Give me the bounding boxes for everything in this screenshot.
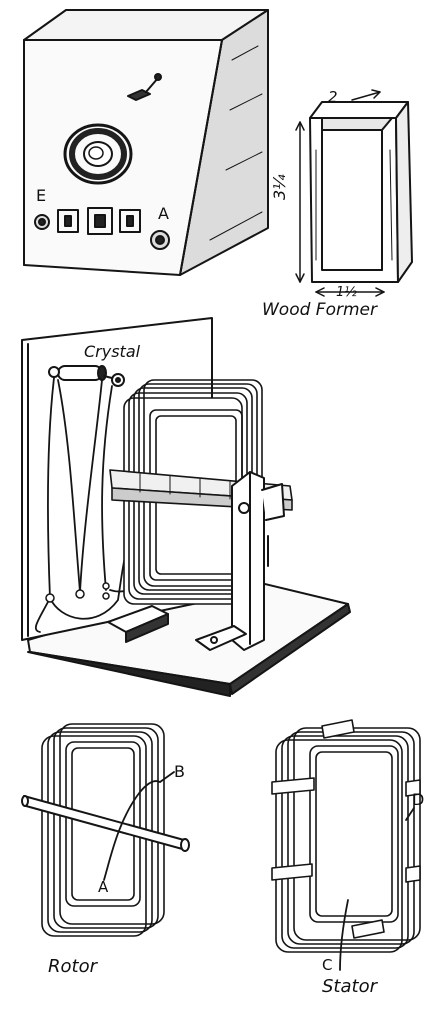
front-sockets	[57, 207, 141, 235]
wood-former	[309, 101, 413, 283]
terminal-a-label: A	[158, 204, 169, 223]
stator-mark-c: C	[322, 956, 333, 974]
radio-cabinet	[23, 9, 269, 276]
stator-leads	[339, 807, 415, 971]
coil-support-bracket	[231, 471, 285, 651]
toggle-switch	[127, 73, 162, 101]
tuning-dial	[63, 123, 133, 185]
rotor-spindle	[21, 795, 190, 852]
rotor-caption: Rotor	[48, 956, 97, 977]
panel-screws	[45, 582, 110, 603]
terminal-e	[34, 214, 50, 230]
base-blocks	[107, 605, 247, 651]
rotor-leads	[103, 771, 175, 881]
stator-tape-bands	[271, 719, 421, 939]
former-width-label: 1½	[336, 285, 357, 300]
wood-former-caption: Wood Former	[262, 300, 377, 320]
rotor-mark-b: B	[174, 762, 185, 781]
terminal-a	[150, 230, 170, 250]
rotor-mark-a: A	[98, 878, 109, 896]
stator-mark-d: D	[412, 790, 425, 809]
former-height-label: 3¼	[270, 174, 289, 200]
terminal-e-label: E	[36, 186, 47, 205]
stator-coil	[275, 727, 421, 953]
stator-caption: Stator	[322, 976, 377, 997]
baseboard	[27, 577, 351, 697]
former-depth-label: 2	[328, 88, 338, 106]
crystal-label: Crystal	[84, 342, 141, 361]
former-dimension-lines	[295, 89, 385, 297]
